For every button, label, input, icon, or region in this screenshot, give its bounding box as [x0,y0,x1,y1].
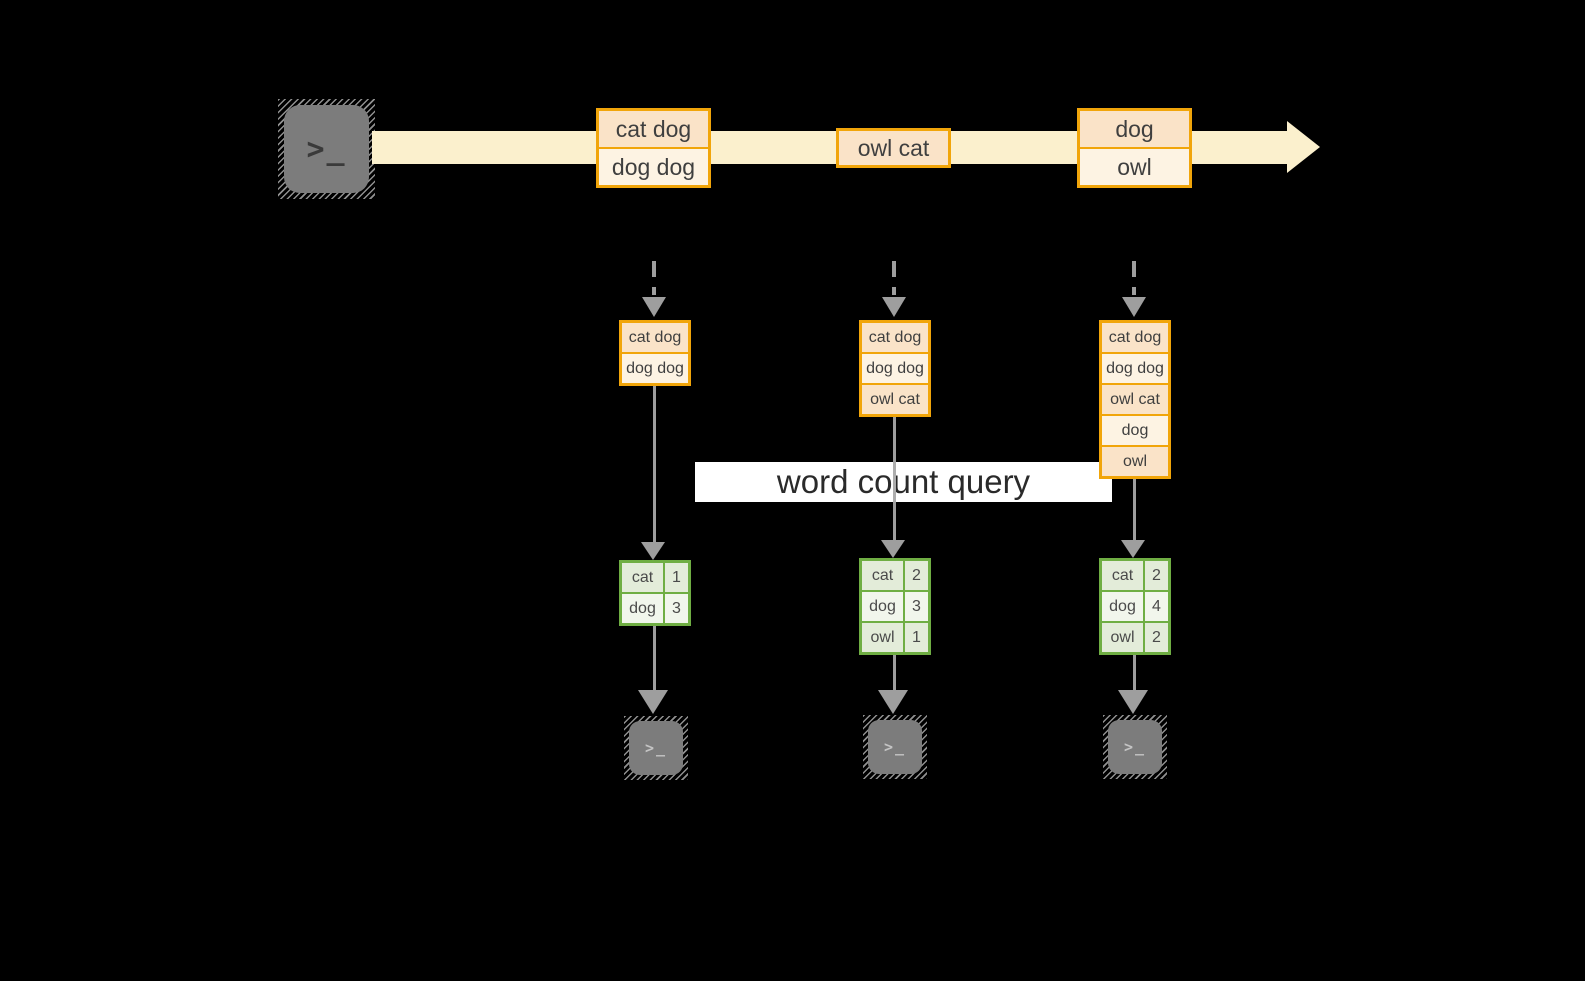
table-row: dog 3 [622,594,688,623]
connector-line [653,386,656,544]
stream-record: owl [1080,149,1189,185]
down-arrowhead-icon [641,542,665,560]
stream-record: dog dog [599,149,708,185]
accumulated-input-3: cat dog dog dog owl cat dog owl [1099,320,1171,479]
accumulated-input-1: cat dog dog dog [619,320,691,386]
down-arrowhead-icon [638,690,668,714]
down-arrowhead-icon [1121,540,1145,558]
accumulated-record: dog dog [862,354,928,383]
accumulated-record: owl cat [862,385,928,414]
accumulated-record: owl cat [1102,385,1168,414]
table-row: cat 2 [1102,561,1168,590]
down-arrowhead-icon [882,297,906,317]
word-cell: owl [1102,623,1143,652]
count-cell: 1 [905,623,928,652]
stream-record: owl cat [839,131,948,165]
terminal-prompt-icon: >_ [1123,738,1147,756]
word-cell: cat [622,563,663,592]
word-cell: dog [862,592,903,621]
accumulated-record: dog [1102,416,1168,445]
connector-line [1133,655,1136,690]
connector-line-over-band [893,462,896,502]
table-row: owl 2 [1102,623,1168,652]
table-row: cat 2 [862,561,928,590]
result-table-3: cat 2 dog 4 owl 2 [1099,558,1171,655]
table-row: dog 3 [862,592,928,621]
query-label: word count query [695,462,1112,502]
connector-line [1133,479,1136,542]
sink-terminal-icon: >_ [1103,715,1167,779]
connector-line [653,626,656,690]
terminal-prompt-icon: >_ [883,738,907,756]
word-cell: dog [1102,592,1143,621]
count-cell: 2 [1145,623,1168,652]
stream-record: cat dog [599,111,708,147]
count-cell: 2 [1145,561,1168,590]
dashed-connector [652,261,656,295]
accumulated-input-2: cat dog dog dog owl cat [859,320,931,417]
count-cell: 2 [905,561,928,590]
accumulated-record: cat dog [622,323,688,352]
stream-record: dog [1080,111,1189,147]
connector-line [893,655,896,690]
word-cell: owl [862,623,903,652]
word-cell: dog [622,594,663,623]
table-row: dog 4 [1102,592,1168,621]
table-row: cat 1 [622,563,688,592]
accumulated-record: owl [1102,447,1168,476]
accumulated-record: dog dog [622,354,688,383]
table-row: owl 1 [862,623,928,652]
result-table-2: cat 2 dog 3 owl 1 [859,558,931,655]
terminal-prompt-icon: >_ [644,739,668,757]
count-cell: 3 [905,592,928,621]
count-cell: 1 [665,563,688,592]
dashed-connector [1132,261,1136,295]
down-arrowhead-icon [881,540,905,558]
word-cell: cat [862,561,903,590]
word-cell: cat [1102,561,1143,590]
dashed-connector [892,261,896,295]
down-arrowhead-icon [642,297,666,317]
down-arrowhead-icon [878,690,908,714]
count-cell: 4 [1145,592,1168,621]
stream-batch-1: cat dog dog dog [596,108,711,188]
count-cell: 3 [665,594,688,623]
source-terminal-icon: >_ [278,99,375,199]
down-arrowhead-icon [1122,297,1146,317]
stream-arrowhead-icon [1287,121,1320,173]
down-arrowhead-icon [1118,690,1148,714]
result-table-1: cat 1 dog 3 [619,560,691,626]
query-label-text: word count query [776,463,1031,500]
stream-batch-3: dog owl [1077,108,1192,188]
sink-terminal-icon: >_ [863,715,927,779]
accumulated-record: cat dog [1102,323,1168,352]
sink-terminal-icon: >_ [624,716,688,780]
accumulated-record: cat dog [862,323,928,352]
accumulated-record: dog dog [1102,354,1168,383]
terminal-prompt-icon: >_ [306,131,347,167]
stream-batch-2: owl cat [836,128,951,168]
